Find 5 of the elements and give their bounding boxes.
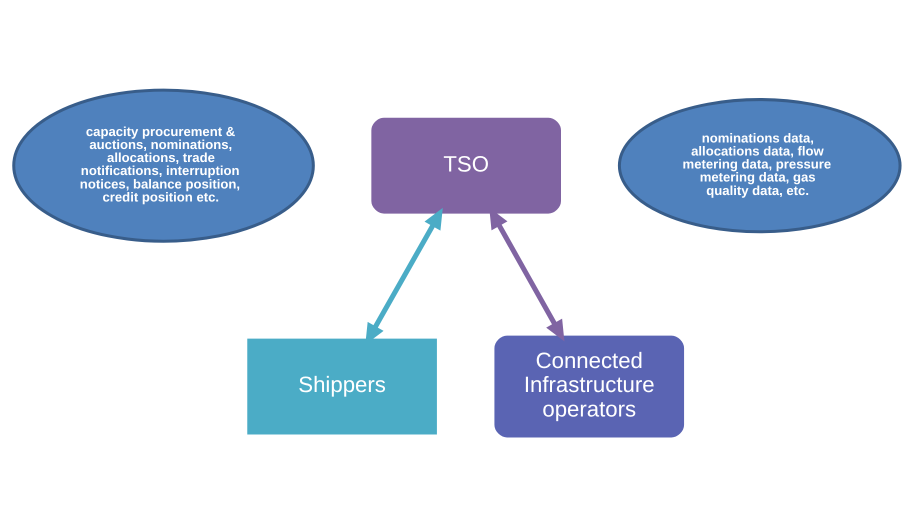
node-box: TSO: [370, 118, 560, 214]
node-ellipse: capacity procurement & auctions, nominations, allocations, trade notifications, interruption notices, balance position, credit position etc.: [12, 88, 314, 243]
node-ellipse: nominations data, allocations data, flow metering data, pressure metering data, gas quality data, etc.: [617, 98, 902, 234]
node-box: Shippers: [246, 338, 436, 434]
node-box: Connected Infrastructure operators: [494, 336, 684, 438]
